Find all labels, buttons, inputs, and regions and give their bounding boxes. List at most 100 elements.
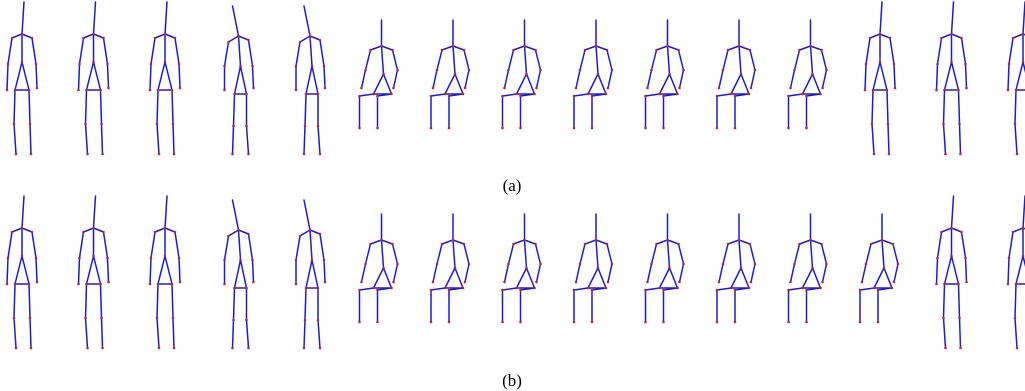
joint-rwr [35,86,39,90]
joint-spine [453,72,457,76]
bone-neck-rsh [237,35,250,41]
bone-lhip-lkn [304,93,307,127]
joint-lwr [5,282,9,286]
joint-neck [594,44,598,48]
skeleton-a-13 [863,1,897,156]
joint-rsh [102,230,105,234]
bone-lel-lwr [1007,257,1010,285]
bone-lsh-lel [865,37,871,65]
bone-neck-lsh [154,33,166,39]
joint-neck [666,238,669,242]
joint-lwr [503,86,506,90]
skeleton-a-14 [935,1,968,156]
joint-lsh [583,48,587,52]
bone-rhip-rkn [376,93,393,97]
bone-rel-rwr [678,69,685,89]
bone-spine-lhip [157,61,166,91]
skeleton-b-7 [429,213,471,324]
skeleton-a-1 [5,1,39,156]
bone-rsh-rel [319,39,325,67]
joint-lhip [1014,282,1018,286]
bone-spine-rhip [883,267,893,289]
joint-rwr [252,86,255,90]
joint-lhip [729,92,733,96]
joint-rwr [965,86,968,90]
bone-rhip-rkn [877,287,893,291]
joint-spine [739,266,743,270]
bone-neck-spine [809,45,814,75]
bone-rhip-rkn [805,287,822,291]
bone-rhip-rkn [171,89,174,125]
bone-lhip-lkn [13,283,16,319]
joint-lan [86,346,89,350]
bone-spine-lhip [372,73,385,95]
joint-lhip [13,88,17,92]
bone-rsh-rel [391,243,399,265]
joint-neck [878,32,882,36]
joint-rwr [323,280,327,284]
bone-rkn-ran [317,125,321,155]
bone-lsh-lel [150,231,156,259]
joint-lel [294,64,298,68]
bone-neck-lsh [299,35,311,43]
joint-rwr [107,86,110,90]
joint-rsh [960,36,963,40]
joint-lsh [726,48,730,52]
joint-lel [864,262,868,266]
joint-rsh [960,230,963,234]
bone-head-neck [950,1,955,35]
bone-lsh-lel [579,49,586,71]
joint-lan [572,126,576,130]
bone-rel-rwr [535,263,542,283]
joint-ran [876,320,880,324]
joint-lel [149,256,153,260]
bone-rsh-rel [102,231,109,259]
joint-rkn [376,288,379,292]
bone-lsh-lel [78,231,85,259]
joint-lkn [942,316,945,320]
joint-lel [294,258,298,262]
joint-lhip [871,88,875,92]
joint-lhip [943,88,946,92]
bone-spine-lhip [943,255,953,285]
joint-ran [590,126,594,130]
joint-rel [177,256,181,260]
joint-lkn [358,94,361,98]
bone-head-neck [231,5,240,37]
bone-neck-spine [809,239,814,269]
joint-neck [594,238,598,242]
bone-neck-rsh [595,45,608,51]
joint-lhip [13,282,17,286]
joint-ran [172,152,176,156]
joint-ran [519,126,522,130]
joint-rsh [102,36,105,40]
joint-spine [739,72,743,76]
bone-spine-lhip [14,61,23,91]
bone-neck-rsh [92,227,105,233]
bone-lhip-lkn [501,93,518,97]
joint-rkn [958,316,961,320]
joint-lsh [82,230,85,234]
joint-lwr [717,280,721,284]
joint-lwr [860,280,864,284]
bone-neck-rsh [21,227,33,233]
joint-ran [959,346,962,350]
joint-spine [596,266,600,270]
bone-spine-rhip [740,73,750,95]
bone-neck-spine [523,45,528,75]
bone-neck-lsh [870,239,883,245]
joint-rwr [678,280,681,284]
joint-rsh [677,242,680,246]
bone-rkn-ran [100,123,104,155]
joint-rsh [462,242,466,246]
joint-rel [322,258,326,262]
bone-neck-rsh [523,45,537,51]
bone-neck-lsh [584,45,597,51]
joint-rhip [461,92,465,96]
bone-rkn-ran [172,317,175,349]
bone-lsh-lel [865,243,872,265]
skeleton-b-5 [294,199,327,350]
joint-lan [231,152,234,156]
joint-lel [223,64,226,68]
joint-lel [78,62,81,66]
